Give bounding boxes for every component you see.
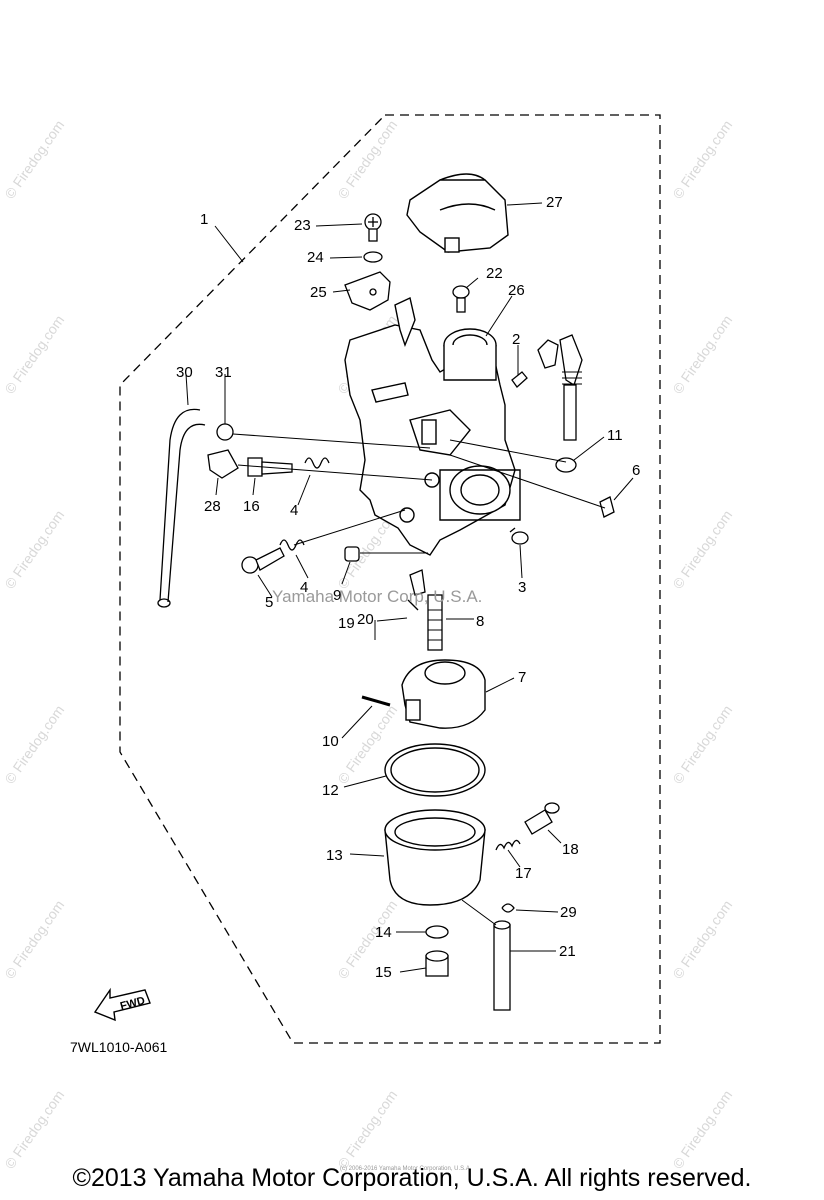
watermark: © Firedog.com [334,117,400,202]
callout-12: 12 [322,782,339,799]
callout-2: 2 [512,331,520,348]
connector-lines [232,433,606,640]
leader-line [214,225,244,263]
callout-1: 1 [200,211,208,228]
watermark: © Firedog.com [1,507,67,592]
callout-leaders [185,202,634,973]
plug-part [344,546,360,562]
hose-part [157,408,206,608]
callout-22: 22 [486,265,503,282]
callout-28: 28 [204,498,221,515]
part-callouts: 1 2 3 4 4 5 6 7 8 9 10 11 12 13 14 15 16… [176,194,640,981]
assembly-boundary [119,114,661,1044]
callout-14: 14 [375,924,392,941]
callout-20: 20 [357,611,374,628]
watermark: © Firedog.com [669,312,735,397]
callout-26: 26 [508,282,525,299]
watermark: © Firedog.com [669,507,735,592]
gasket-part [384,743,486,797]
copyright-notice: ©2013 Yamaha Motor Corporation, U.S.A. A… [72,1164,752,1192]
center-watermark: Yamaha Motor Corp, U.S.A. [272,587,482,606]
connector-lines [461,899,497,926]
screw-part [511,371,528,388]
cover-part [406,173,509,253]
callout-21: 21 [559,943,576,960]
forward-arrow-icon: FWD [93,987,151,1022]
screw-part [509,527,529,545]
watermark: © Firedog.com [1,117,67,202]
callout-11: 11 [607,427,623,444]
callout-13: 13 [326,847,343,864]
watermark: © Firedog.com [334,1087,400,1172]
clip-part [216,423,234,441]
screw-part [452,285,470,313]
washer-part [363,251,383,263]
callout-23: 23 [294,217,311,234]
callout-9: 9 [333,587,341,604]
screw-part [364,213,382,242]
tiny-credit: (c) 2006-2016 Yamaha Motor Corporation, … [340,1166,472,1172]
washer-part [555,457,577,473]
callout-10: 10 [322,733,339,750]
float-part [401,659,486,729]
callout-27: 27 [546,194,563,211]
lever-part [537,334,583,441]
spring-part [495,839,521,851]
watermark: © Firedog.com [669,702,735,787]
carburetor-body [344,296,521,556]
float-bowl-part [384,809,486,906]
callout-3: 3 [518,579,526,596]
watermark: © Firedog.com [1,1087,67,1172]
callout-16: 16 [243,498,260,515]
drain-plug-part [425,950,449,977]
callout-7: 7 [518,669,526,686]
watermark: © Firedog.com [669,897,735,982]
diagram-code: 7WL1010-A061 [70,1039,168,1055]
callout-18: 18 [562,841,579,858]
pin-part [361,695,391,707]
callout-25: 25 [310,284,327,301]
watermark: © Firedog.com [1,702,67,787]
screw-part [524,802,560,835]
watermark: © Firedog.com [1,897,67,982]
screw-part [241,547,285,574]
callout-15: 15 [375,964,392,981]
callout-30: 30 [176,364,193,381]
callout-4: 4 [290,502,298,519]
callout-19: 19 [338,615,355,632]
callout-4: 4 [300,579,308,596]
callout-24: 24 [307,249,324,266]
watermark: © Firedog.com [669,117,735,202]
watermark: © Firedog.com [669,1087,735,1172]
bracket-part [344,271,391,311]
cap-part [207,449,239,479]
callout-31: 31 [215,364,232,381]
callout-29: 29 [560,904,577,921]
callout-6: 6 [632,462,640,479]
jet-part [427,594,443,651]
tube-part [493,920,511,1011]
clip-part [501,903,515,913]
watermark: © Firedog.com [1,312,67,397]
callout-8: 8 [476,613,484,630]
jet-part [599,496,615,518]
callout-17: 17 [515,865,532,882]
callout-5: 5 [265,594,273,611]
washer-part [425,925,449,939]
spring-part [279,457,330,551]
needle-part [407,569,426,611]
watermark: © Firedog.com [334,702,400,787]
